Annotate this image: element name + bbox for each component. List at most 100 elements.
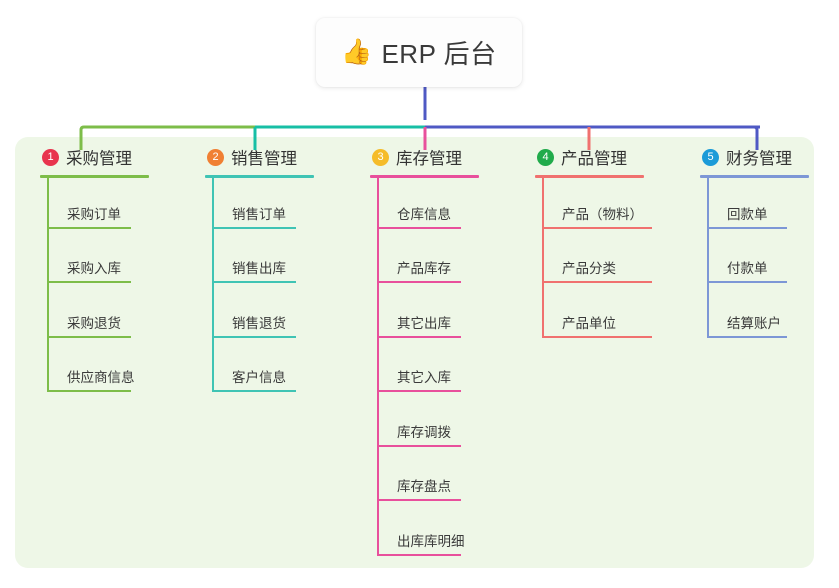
list-item[interactable]: 采购退货 [40,287,149,342]
branch-body-2: 销售订单销售出库销售退货客户信息 [205,178,314,396]
list-item-label: 采购退货 [67,315,121,331]
branch-label-5: 财务管理 [726,150,792,168]
list-item[interactable]: 客户信息 [205,342,314,397]
list-item[interactable]: 销售订单 [205,178,314,233]
list-item-underline [377,226,461,229]
branch-item-list-1: 采购订单采购入库采购退货供应商信息 [40,178,149,396]
branch-label-4: 产品管理 [561,150,627,168]
list-item-label: 结算账户 [727,315,781,331]
branch-underline-2 [205,175,314,178]
list-item-label: 产品单位 [562,315,616,331]
branch-header-5[interactable]: 5 财务管理 [700,144,809,170]
list-item-label: 销售出库 [232,261,286,276]
branch-header-1[interactable]: 1 采购管理 [40,144,149,170]
thumbs-up-icon: 👍 [341,38,373,66]
list-item-label: 采购订单 [67,206,121,222]
branch-label-1: 采购管理 [66,150,132,168]
list-item-label: 产品库存 [397,261,451,276]
list-item[interactable]: 库存盘点 [370,451,479,506]
list-item-underline [212,281,296,283]
branch-column-5: 5 财务管理回款单付款单结算账户 [700,144,809,342]
list-item-label: 供应商信息 [67,370,135,385]
branch-badge-3: 3 [372,148,389,166]
list-item-underline [377,553,461,556]
branch-header-2[interactable]: 2 销售管理 [205,144,314,170]
list-item-label: 库存盘点 [397,479,451,494]
list-item-underline [542,335,652,338]
list-item-label: 销售退货 [232,315,286,331]
list-item-underline [212,390,296,392]
list-item[interactable]: 销售出库 [205,233,314,288]
list-item-label: 回款单 [727,206,768,222]
list-item[interactable]: 采购订单 [40,178,149,233]
list-item-underline [377,390,461,392]
list-item[interactable]: 库存调拨 [370,396,479,451]
branch-underline-4 [535,175,644,178]
list-item-underline [377,335,461,338]
branch-underline-1 [40,175,149,178]
list-item-label: 库存调拨 [397,424,451,440]
list-item-underline [47,390,131,392]
list-item-underline [212,226,296,229]
branch-body-3: 仓库信息产品库存其它出库其它入库库存调拨库存盘点出库库明细 [370,178,479,560]
branch-badge-4: 4 [537,148,554,166]
list-item[interactable]: 销售退货 [205,287,314,342]
branch-header-3[interactable]: 3 库存管理 [370,144,479,170]
branch-column-2: 2 销售管理销售订单销售出库销售退货客户信息 [205,144,314,396]
root-node[interactable]: 👍 ERP 后台 [316,18,522,87]
branch-spine-3 [377,178,379,556]
list-item-label: 付款单 [727,261,768,276]
list-item-underline [707,281,787,283]
list-item[interactable]: 付款单 [700,233,809,288]
branch-spine-5 [707,178,709,338]
branch-underline-5 [700,175,809,178]
root-title: ERP 后台 [381,39,497,69]
branch-column-4: 4 产品管理产品（物料） 产品分类产品单位 [535,144,652,342]
branches-panel [15,137,814,568]
list-item-underline [47,281,131,283]
list-item-label: 客户信息 [232,370,286,385]
branch-spine-1 [47,178,49,392]
list-item-label: 出库库明细 [397,533,465,549]
list-item-underline [542,281,652,283]
list-item[interactable]: 出库库明细 [370,505,479,560]
branch-column-1: 1 采购管理采购订单采购入库采购退货供应商信息 [40,144,149,396]
branch-badge-1: 1 [42,148,59,166]
branch-body-5: 回款单付款单结算账户 [700,178,809,342]
list-item-underline [707,335,787,338]
list-item[interactable]: 采购入库 [40,233,149,288]
list-item[interactable]: 其它出库 [370,287,479,342]
list-item-label: 其它入库 [397,370,451,385]
list-item-underline [377,444,461,447]
branch-label-2: 销售管理 [231,150,297,168]
branch-item-list-5: 回款单付款单结算账户 [700,178,809,342]
list-item-underline [47,335,131,338]
list-item-underline [377,281,461,283]
branch-badge-2: 2 [207,148,224,166]
list-item-underline [212,335,296,338]
branch-underline-3 [370,175,479,178]
branch-item-list-3: 仓库信息产品库存其它出库其它入库库存调拨库存盘点出库库明细 [370,178,479,560]
list-item[interactable]: 产品（物料） [535,178,652,233]
list-item[interactable]: 仓库信息 [370,178,479,233]
list-item[interactable]: 产品单位 [535,287,652,342]
list-item-label: 采购入库 [67,261,121,276]
list-item-underline [377,499,461,501]
branch-label-3: 库存管理 [396,150,462,168]
branch-header-4[interactable]: 4 产品管理 [535,144,644,170]
branch-column-3: 3 库存管理仓库信息产品库存其它出库其它入库库存调拨库存盘点出库库明细 [370,144,479,560]
list-item-underline [542,226,652,229]
list-item[interactable]: 回款单 [700,178,809,233]
list-item[interactable]: 结算账户 [700,287,809,342]
branch-spine-2 [212,178,214,392]
branch-badge-5: 5 [702,148,719,166]
list-item[interactable]: 产品库存 [370,233,479,288]
list-item[interactable]: 产品分类 [535,233,652,288]
list-item-label: 仓库信息 [397,206,451,222]
branch-item-list-2: 销售订单销售出库销售退货客户信息 [205,178,314,396]
list-item-label: 产品分类 [562,261,616,276]
branch-spine-4 [542,178,544,338]
list-item[interactable]: 其它入库 [370,342,479,397]
list-item[interactable]: 供应商信息 [40,342,149,397]
